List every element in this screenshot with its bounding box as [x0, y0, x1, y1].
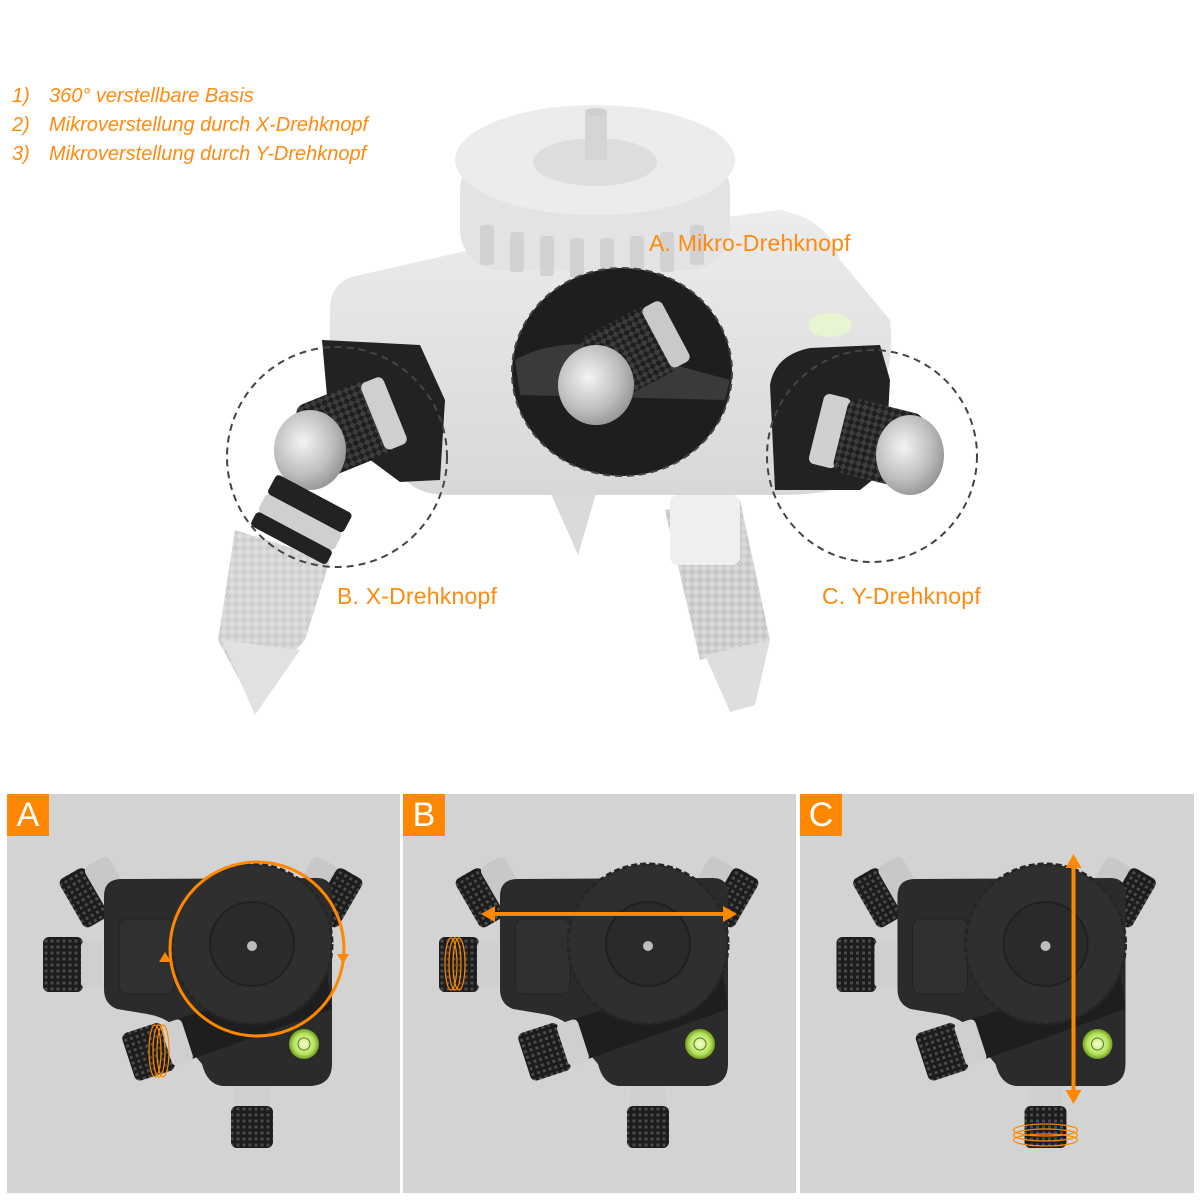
turn-indicator-icon — [148, 1024, 170, 1078]
callout-label-b: B. X-Drehknopf — [337, 583, 498, 609]
tripod-leg-right — [665, 495, 770, 712]
rotation-arrow-icon — [159, 860, 349, 1038]
device-top-view — [7, 794, 400, 1193]
callout-a-mikro-knob — [511, 267, 733, 477]
callout-c-y-knob — [766, 345, 978, 563]
turn-indicator-icon — [444, 937, 466, 991]
callout-label-c: C. Y-Drehknopf — [822, 583, 981, 609]
feature-number: 3) — [12, 143, 30, 165]
horizontal-arrow-icon — [481, 906, 737, 922]
panel-badge-c: C — [800, 794, 842, 836]
panel-a-rotation: A — [7, 794, 400, 1193]
callout-label-a: A. Mikro-Drehknopf — [649, 230, 851, 256]
feature-list: 1) 360° verstellbare Basis 2) Mikroverst… — [12, 82, 368, 169]
feature-item: 1) 360° verstellbare Basis — [12, 82, 368, 111]
panel-c-vertical: C — [800, 794, 1194, 1193]
feature-text: 360° verstellbare Basis — [49, 85, 254, 107]
feature-item: 2) Mikroverstellung durch X-Drehknopf — [12, 111, 368, 140]
feature-text: Mikroverstellung durch Y-Drehknopf — [49, 143, 367, 165]
feature-number: 1) — [12, 85, 30, 107]
device-top-view — [403, 794, 796, 1193]
product-diagram: A. Mikro-Drehknopf B. X-Drehknopf C. Y-D… — [218, 105, 981, 715]
vertical-arrow-icon — [1065, 854, 1082, 1104]
feature-item: 3) Mikroverstellung durch Y-Drehknopf — [12, 140, 368, 169]
turn-indicator-icon — [1012, 1123, 1079, 1147]
leveling-base-illustration — [218, 105, 978, 715]
callout-b-x-knob — [226, 340, 448, 568]
panel-b-horizontal: B — [403, 794, 796, 1193]
panel-badge-a: A — [7, 794, 49, 836]
panel-badge-b: B — [403, 794, 445, 836]
feature-text: Mikroverstellung durch X-Drehknopf — [49, 114, 369, 136]
tripod-leg-center — [545, 480, 600, 555]
feature-number: 2) — [12, 114, 30, 136]
device-top-view — [800, 794, 1194, 1193]
tripod-leg-left — [218, 530, 330, 715]
